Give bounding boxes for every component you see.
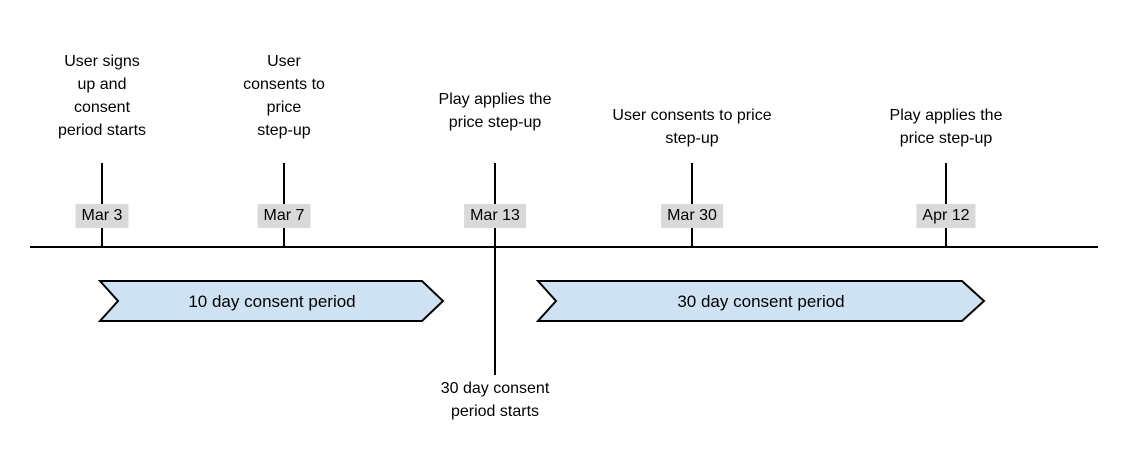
milestone-date-mar-7: Mar 7 (257, 204, 311, 228)
period-banner-10-day-shape (97, 280, 445, 322)
milestone-date-mar-13: Mar 13 (464, 204, 526, 228)
milestone-date-mar-30: Mar 30 (661, 204, 723, 228)
period-banner-30-day-shape (535, 280, 986, 322)
milestone-below-label-mar-13: 30 day consent period starts (440, 380, 550, 420)
milestone-label-mar-7: User consents to price step-up (243, 53, 325, 139)
milestone-date-mar-3: Mar 3 (75, 204, 129, 228)
period-banner-10-day: 10 day consent period (97, 280, 445, 322)
milestone-tick-mar-13 (494, 163, 496, 375)
milestone-label-apr-12: Play applies the price step-up (889, 107, 1003, 147)
milestone-label-mar-13: Play applies the price step-up (438, 91, 552, 131)
milestone-label-mar-3: User signs up and consent period starts (57, 53, 147, 139)
period-banner-30-day: 30 day consent period (535, 280, 986, 322)
milestone-label-mar-30: User consents to price step-up (612, 107, 772, 147)
milestone-date-apr-12: Apr 12 (916, 204, 976, 228)
period-banner-30-day-label: 30 day consent period (677, 292, 844, 311)
timeline-axis (30, 246, 1098, 248)
period-banner-10-day-label: 10 day consent period (188, 292, 355, 311)
